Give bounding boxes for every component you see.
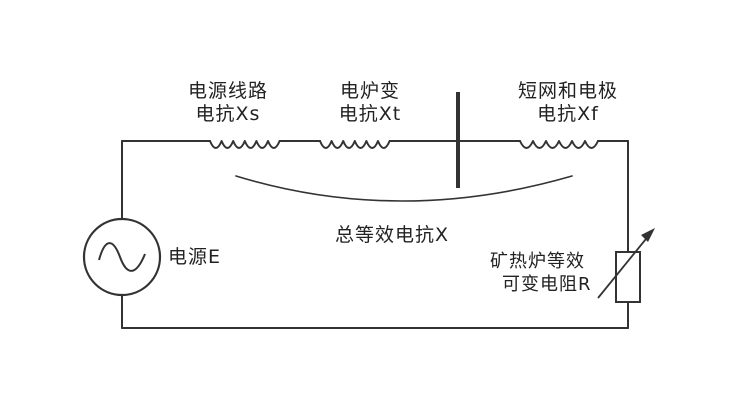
label-furnace-transformer: 电炉变 电抗Xt (339, 80, 401, 126)
inductor-xt (319, 140, 391, 149)
label-short-net-name: 短网和电极 (517, 80, 619, 102)
sine-wave-icon (98, 242, 146, 272)
arrow-head-icon (641, 228, 655, 242)
label-furnace-transformer-reactance: 电抗Xt (338, 103, 402, 125)
label-source-line-reactance: 电抗Xs (195, 103, 261, 125)
label-furnace-transformer-name: 电炉变 (339, 80, 400, 102)
label-short-net-reactance: 电抗Xf (537, 103, 599, 125)
label-load-name: 矿热炉等效 (490, 251, 585, 272)
inductor-xf (519, 140, 599, 149)
label-total-reactance: 总等效电抗X (334, 224, 450, 246)
ac-source-symbol (82, 217, 162, 297)
label-source-line-name: 电源线路 (187, 80, 269, 102)
variable-resistor (597, 228, 655, 303)
inductor-xs (209, 140, 281, 149)
label-load: 矿热炉等效 可变电阻R (490, 250, 592, 296)
label-load-resistance: 可变电阻R (502, 274, 592, 295)
label-source-line: 电源线路 电抗Xs (188, 80, 268, 126)
label-power-source: 电源E (168, 246, 222, 268)
label-short-net: 短网和电极 电抗Xf (518, 80, 618, 126)
total-reactance-arc (235, 175, 573, 202)
